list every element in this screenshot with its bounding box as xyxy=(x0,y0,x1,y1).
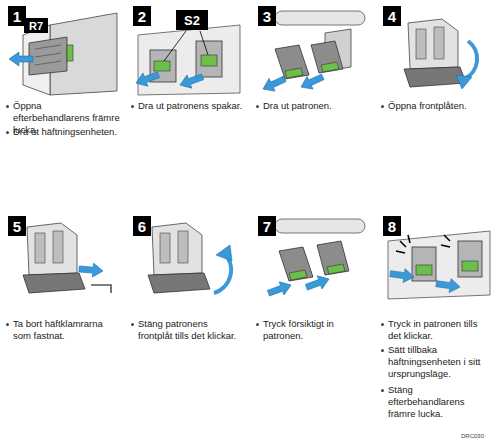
step-number-text: 1 xyxy=(13,8,21,25)
step-instruction: Stäng efterbehandlarens främre lucka. xyxy=(380,384,492,420)
step-instruction: Sätt tillbaka häftningsenheten i sitt ur… xyxy=(380,344,492,380)
click-mark xyxy=(396,251,405,253)
part-callout-text: S2 xyxy=(184,13,200,28)
green-lever xyxy=(462,261,478,271)
pull-arrow xyxy=(134,68,161,89)
cartridge-part xyxy=(35,233,45,263)
cartridge-body xyxy=(152,223,202,275)
pull-arrow xyxy=(298,71,326,94)
cartridge-part xyxy=(416,29,426,59)
leader-line xyxy=(164,31,186,61)
green-lever xyxy=(416,265,432,275)
cartridge-slot xyxy=(458,241,482,277)
remove-arrow xyxy=(78,262,103,278)
roller xyxy=(275,219,365,233)
click-mark xyxy=(441,245,450,247)
step-instruction: Öppna frontplåten. xyxy=(380,100,495,112)
turn-arrow-head xyxy=(456,75,472,89)
step-number: 2 xyxy=(133,6,151,26)
step-instruction: Dra ut häftningsenheten. xyxy=(5,126,120,138)
step-number-text: 2 xyxy=(138,8,146,25)
staple-unit xyxy=(29,37,67,75)
cartridge xyxy=(317,241,349,275)
green-lever xyxy=(321,62,339,72)
panel-7-art xyxy=(266,219,365,300)
front-plate xyxy=(148,273,210,293)
step-instruction: Dra ut patronen. xyxy=(255,100,370,112)
turn-arrow-head xyxy=(216,245,232,261)
step-number: 6 xyxy=(133,216,151,236)
push-arrow xyxy=(389,267,415,284)
green-lever xyxy=(154,61,170,71)
step-instruction: Tryck försiktigt in patronen. xyxy=(255,318,367,342)
green-lever xyxy=(289,270,307,280)
unit-slat xyxy=(35,61,61,65)
push-arrow xyxy=(266,278,293,299)
unit-plate xyxy=(388,231,490,299)
front-plate xyxy=(23,273,85,293)
panel-2-art xyxy=(134,25,240,95)
panel-5-art xyxy=(23,223,111,293)
unit-slat xyxy=(35,45,61,49)
cartridge-slot xyxy=(412,247,436,281)
step-number: 7 xyxy=(258,216,276,236)
click-mark xyxy=(400,241,406,247)
green-lever xyxy=(285,68,303,78)
unit-slat xyxy=(35,53,61,57)
cartridge-part xyxy=(178,231,188,263)
step-number: 5 xyxy=(8,216,26,236)
step-number: 4 xyxy=(383,6,401,26)
cartridge xyxy=(311,41,343,73)
cartridge-body xyxy=(408,19,458,69)
cartridge-slot xyxy=(196,41,222,77)
step-number: 8 xyxy=(383,216,401,236)
pull-arrow xyxy=(178,70,205,91)
green-lever xyxy=(201,55,217,66)
step-instruction: Tryck in patronen tills det klickar. xyxy=(380,318,492,342)
part-callout: S2 xyxy=(176,10,208,30)
panel-8-art xyxy=(388,231,490,299)
cartridge-part xyxy=(160,233,170,263)
panel-4-art xyxy=(404,19,477,89)
step-number-text: 8 xyxy=(388,218,396,235)
click-mark xyxy=(444,235,450,241)
push-arrow xyxy=(304,272,331,293)
leader-line xyxy=(200,31,208,55)
cartridge-body xyxy=(27,223,77,275)
pull-arrow xyxy=(9,52,33,66)
click-mark xyxy=(408,235,410,243)
roller xyxy=(275,11,365,25)
step-number-text: 4 xyxy=(388,8,396,25)
cartridge-part xyxy=(53,231,63,263)
pull-arrow xyxy=(260,73,288,96)
cartridge-part xyxy=(434,27,444,59)
part-callout: R7 xyxy=(24,18,48,33)
step-instruction: Dra ut patronens spakar. xyxy=(130,100,245,112)
step-number: 3 xyxy=(258,6,276,26)
step-number-text: 3 xyxy=(263,8,271,25)
cartridge xyxy=(275,45,309,79)
push-arrow xyxy=(435,277,461,294)
turn-arrow xyxy=(464,41,477,79)
step-instruction: Ta bort häftklamrarna som fastnat. xyxy=(5,318,117,342)
jammed-staple xyxy=(91,285,111,293)
step-instruction: Stäng patronens frontplåt tills det klic… xyxy=(130,318,242,342)
figure-code: DRC030 xyxy=(461,433,497,440)
step-number-text: 6 xyxy=(138,218,146,235)
panel-1-art xyxy=(9,13,117,95)
panel-6-art xyxy=(148,223,232,293)
part-callout-text: R7 xyxy=(29,20,43,32)
unit-plate xyxy=(138,25,240,95)
step-number-text: 7 xyxy=(263,218,271,235)
cartridge xyxy=(279,247,313,281)
green-handle xyxy=(67,45,73,61)
step-number-text: 5 xyxy=(13,218,21,235)
green-lever xyxy=(327,264,345,274)
